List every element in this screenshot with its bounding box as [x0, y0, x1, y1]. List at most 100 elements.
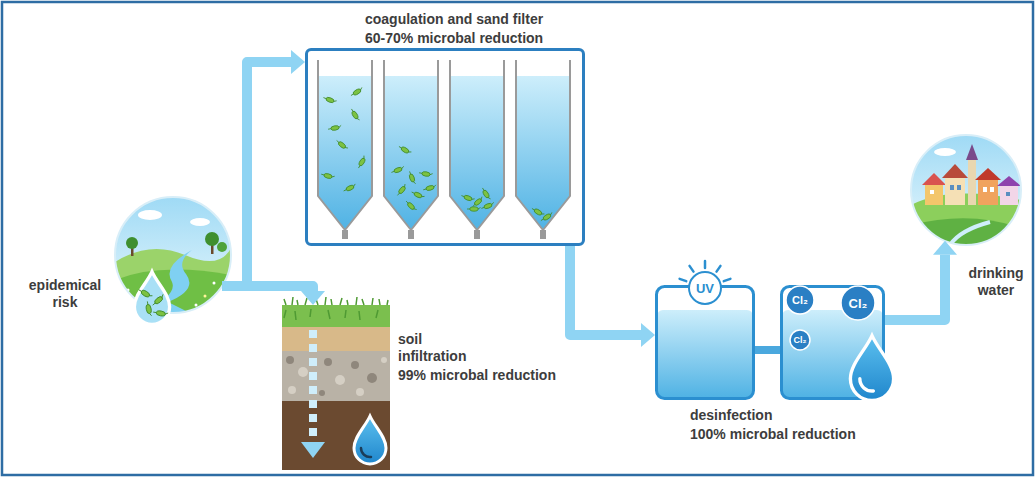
filter-tanks-part	[384, 60, 438, 230]
filter-tanks-part	[474, 230, 480, 239]
village-picture-part-part	[950, 185, 954, 190]
stage-label: 100% microbal reduction	[690, 426, 910, 443]
chlorine-tank-shape-part-part	[850, 336, 893, 401]
village-picture-part-part	[911, 218, 1021, 245]
uv-tank-shape-part	[690, 266, 694, 272]
filter-tanks-part	[343, 183, 357, 193]
landscape-picture-part-part	[138, 288, 153, 300]
filter-tanks-part	[335, 139, 348, 151]
landscape-picture-part-part	[115, 248, 231, 313]
connector-line	[222, 62, 291, 286]
village-picture-part-part	[966, 144, 978, 160]
filter-tanks-part	[323, 96, 337, 105]
node-label: 99% microbal reduction	[398, 367, 598, 384]
treatment-box: coagulation and sand filter60-70% microb…	[305, 48, 585, 246]
soil-picture-part	[367, 373, 377, 383]
village-picture-part-part	[997, 176, 1021, 186]
filter-tanks-part	[404, 199, 417, 212]
connector-line	[222, 286, 313, 291]
soil-picture-part	[324, 358, 332, 366]
village-picture-part-part	[945, 178, 965, 205]
landscape-picture-part-part	[205, 232, 219, 246]
village-picture-part-part	[911, 135, 1021, 245]
chlorine-tank-shape-part	[786, 286, 814, 314]
village-picture-part-part	[1006, 192, 1010, 196]
soil-picture-part	[284, 309, 378, 320]
node-label: Cl₂	[792, 295, 808, 306]
village-picture-part-part	[957, 185, 961, 190]
filter-tanks-part	[471, 196, 484, 208]
filter-tanks-part	[481, 187, 492, 201]
soil-picture-part	[286, 356, 294, 364]
arrow-head	[641, 323, 655, 347]
filter-tanks-part	[423, 184, 437, 192]
soil-picture-part	[288, 386, 296, 394]
chlorine-tank-shape-part	[790, 330, 810, 350]
village-picture-part-part	[930, 190, 934, 194]
soil-picture-part	[319, 390, 325, 396]
uv-tank-shape-part	[657, 310, 753, 398]
village-picture-part-part	[968, 160, 976, 205]
node-label: 60-70% microbal reduction	[365, 30, 587, 47]
landscape-picture-part-part	[126, 237, 138, 249]
village-picture-part-part	[978, 180, 998, 205]
filter-tanks-part	[398, 145, 412, 156]
node-label: drinking water	[966, 265, 1026, 299]
village-picture-part-part	[925, 185, 943, 205]
filter-tanks-part	[411, 190, 425, 200]
soil-picture-part	[309, 330, 317, 442]
soil-picture-part	[282, 305, 390, 327]
village-picture-part-part	[990, 187, 994, 192]
uv-tank-shape	[657, 261, 754, 399]
arrow-head	[301, 291, 325, 305]
soil-picture-part	[354, 416, 386, 464]
chlorine-tank-shape-part	[850, 336, 893, 401]
village-picture-part-part	[975, 168, 1001, 180]
landscape-picture-part	[115, 197, 231, 313]
uv-tank-shape-part	[680, 279, 687, 281]
village-picture-part-part	[934, 148, 956, 156]
chlorine-tank-shape-part	[841, 286, 875, 320]
chlorine-tank-shape-part-part	[860, 379, 874, 391]
node-label: epidemical risk	[20, 277, 110, 311]
landscape-picture-part-part	[151, 294, 165, 307]
arrow-head	[933, 241, 957, 255]
village-picture-part-part	[922, 173, 946, 185]
village-picture-part-part	[942, 164, 968, 178]
node-label: soil infiltration	[398, 331, 484, 365]
filter-tanks-part	[540, 230, 546, 239]
source-circle: epidemical risk	[115, 197, 231, 313]
filter-tanks-part	[516, 60, 570, 230]
uv-tank-shape-part	[724, 279, 731, 281]
landscape-picture-part-part	[217, 242, 227, 252]
filter-tanks-part	[357, 155, 368, 169]
landscape-picture-part-part	[204, 295, 207, 298]
soil-picture-part	[282, 401, 390, 470]
soil-picture	[282, 297, 390, 470]
filter-tanks-part	[408, 171, 417, 185]
soil-picture-part-part	[361, 448, 371, 457]
soil-picture-part	[356, 388, 364, 396]
filter-tanks-part	[450, 60, 504, 230]
filter-tanks-part	[419, 171, 433, 178]
soil-picture-part	[298, 367, 308, 377]
landscape-picture-part	[134, 272, 169, 325]
flow-arrow	[222, 50, 305, 286]
landscape-picture-part-part	[138, 210, 162, 220]
pipe-connector	[755, 350, 780, 351]
filter-tanks-part	[321, 172, 335, 180]
landscape-picture-part-part	[115, 197, 231, 313]
connector-line	[570, 246, 641, 335]
flow-arrow	[570, 246, 655, 347]
node-label: coagulation and sand filter	[365, 11, 587, 28]
filter-tanks-part	[318, 60, 372, 230]
soil-panel: soil infiltration99% microbal reduction	[282, 305, 390, 470]
village-picture-part-part	[983, 187, 987, 192]
stage-label: desinfection	[690, 407, 910, 424]
soil-picture-part-part	[354, 416, 386, 464]
soil-picture-part	[284, 297, 388, 305]
filter-tanks-part	[350, 87, 364, 98]
filter-tanks-part	[342, 230, 348, 239]
